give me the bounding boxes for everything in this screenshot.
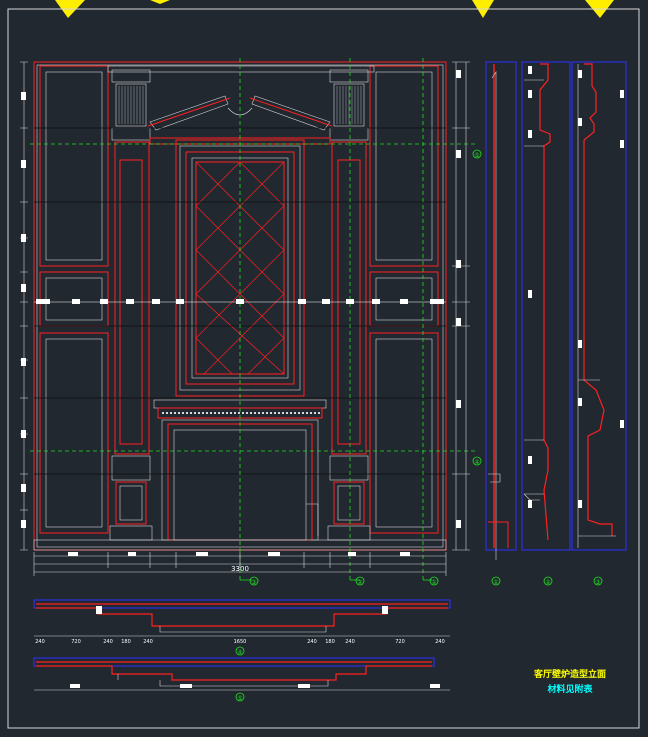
plan-dimension-label: 240 (307, 639, 317, 645)
drawing-title: 客厅壁炉造型立面 (533, 668, 606, 680)
plan-view-5 (33, 657, 450, 691)
bottom-dim-ticks (68, 552, 410, 556)
axis-callout-1: ① (431, 579, 436, 586)
plan-dimension-label: 720 (395, 639, 405, 645)
plan-view-4 (33, 599, 451, 637)
bottom-dimension-lines (33, 552, 447, 576)
plan-dimension-label: 240 (35, 639, 45, 645)
plan-dimension-label: 720 (71, 639, 81, 645)
section-2 (521, 61, 571, 551)
section-marker-2: ② (545, 579, 551, 586)
section-1 (485, 61, 517, 560)
plan-dimension-label: 240 (143, 639, 153, 645)
axis-callout-4: ④ (474, 459, 479, 466)
mid-dimension-ticks (36, 299, 444, 304)
right-axis-callouts: ⑤ ④ (472, 149, 482, 466)
plan-dimension-label: 180 (325, 639, 335, 645)
plan-dimension-label: 240 (103, 639, 113, 645)
plan-marker-4: ④ (237, 649, 242, 656)
drawing-subtitle: 材料见附表 (546, 683, 593, 695)
section-marker-3: ③ (595, 579, 600, 586)
section-3 (571, 61, 627, 551)
right-dimension-chain (452, 61, 470, 551)
axis-callout-5: ⑤ (474, 152, 479, 159)
axis-callout-2: ② (357, 579, 363, 586)
front-axis-callouts: ③ ② ① (240, 576, 439, 586)
plan-dimension-label: 240 (435, 639, 445, 645)
plan-dimension-chain: 240 720 240 180 240 1650 240 180 240 720 240 (35, 639, 445, 645)
plan-dimension-label: 180 (121, 639, 131, 645)
section-marker-1: ① (493, 579, 498, 586)
plan-marker-5: ⑤ (237, 695, 242, 702)
total-width-label: 3300 (231, 565, 249, 573)
section-dim-ticks (456, 66, 624, 528)
plan-4-dim-ticks (96, 606, 388, 614)
axis-callout-3: ③ (251, 579, 256, 586)
left-dimension-ticks (21, 92, 26, 528)
left-dimension-chain (20, 61, 28, 551)
axis-lines (30, 58, 478, 580)
corner-marker (150, 0, 170, 4)
section-markers: ① ② ③ (491, 576, 603, 586)
drawing-border (7, 8, 640, 729)
plan-dimension-label: 1650 (234, 639, 247, 645)
plan-dimension-label: 240 (345, 639, 355, 645)
plan-5-dim-ticks (70, 684, 440, 688)
